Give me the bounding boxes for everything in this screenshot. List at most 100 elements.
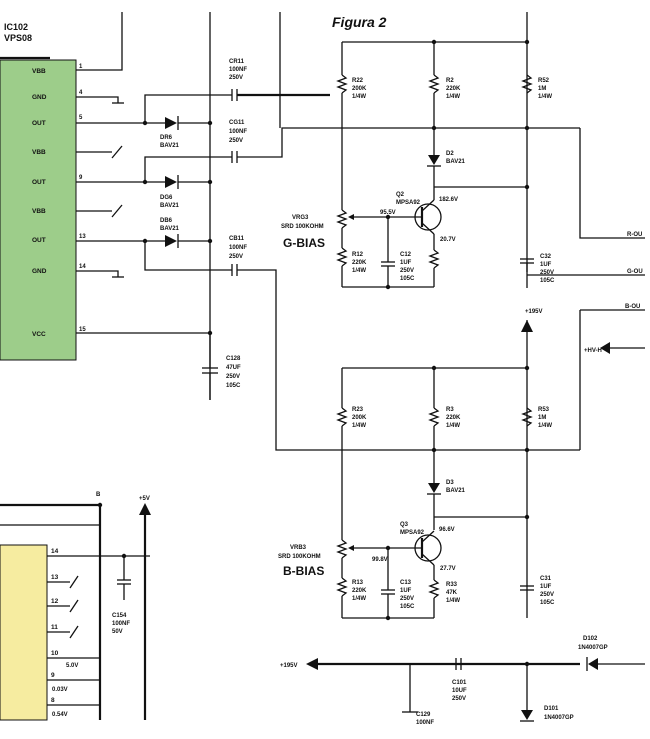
svg-text:1: 1 (79, 64, 83, 70)
cr11-voltage: 250V (229, 75, 243, 81)
junctions-b (385, 365, 530, 621)
c32-value: 1UF (540, 262, 552, 268)
cb11-voltage: 250V (229, 254, 243, 260)
capacitor-cr11 (231, 89, 330, 101)
r12-ref: R12 (352, 252, 364, 258)
ic102-pin-numbers: 1 4 5 9 13 14 15 (79, 64, 86, 333)
svg-text:12: 12 (51, 598, 59, 605)
c12-temp: 105C (400, 276, 415, 282)
figure-title: Figura 2 (332, 14, 387, 30)
capacitor-cg11 (231, 127, 580, 163)
svg-text:OUT: OUT (32, 237, 46, 244)
c101-ref: C101 (452, 680, 467, 686)
d102-ref: D102 (583, 636, 598, 642)
cb11-value: 100NF (229, 245, 247, 251)
q2-part: MPSA92 (396, 200, 421, 206)
svg-text:13: 13 (79, 234, 86, 240)
c31-temp: 105C (540, 600, 555, 606)
r22-ref: R22 (352, 78, 364, 84)
svg-text:GND: GND (32, 94, 47, 101)
r53-ref: R53 (538, 407, 550, 413)
svg-text:VBB: VBB (32, 149, 46, 156)
junctions-left (142, 120, 213, 336)
q3-emitter-voltage: 27.7V (440, 566, 456, 572)
diode-d2 (428, 155, 440, 165)
d2-ref: D2 (446, 151, 454, 157)
capacitor-c13 (381, 548, 395, 618)
hv-h-label: +HV-H (584, 348, 602, 354)
r33-ref: R33 (446, 582, 458, 588)
lower-ic-voltage-1: 5.0V (66, 663, 78, 669)
capacitor-c128 (202, 333, 218, 400)
svg-text:VBB: VBB (32, 68, 46, 75)
svg-text:VCC: VCC (32, 331, 46, 338)
c13-ref: C13 (400, 580, 412, 586)
c154-voltage: 50V (112, 629, 123, 635)
q3-collector-voltage: 96.6V (439, 527, 455, 533)
junctions-g (385, 39, 530, 290)
svg-text:GND: GND (32, 268, 47, 275)
b-out-label: B-OU (625, 304, 640, 310)
ic102-body (0, 59, 77, 361)
svg-text:VBB: VBB (32, 208, 46, 215)
d3-value: BAV21 (446, 488, 466, 494)
vrb3-ref: VRB3 (290, 545, 307, 551)
q3-part: MPSA92 (400, 530, 425, 536)
r3-power: 1/4W (446, 423, 460, 429)
svg-text:OUT: OUT (32, 120, 46, 127)
c154-ref: C154 (112, 613, 127, 619)
diode-db6 (165, 234, 210, 248)
ic102-pin-wires (76, 12, 210, 334)
svg-text:10: 10 (51, 650, 59, 657)
svg-text:4: 4 (79, 90, 83, 96)
transistor-q3 (350, 530, 442, 566)
r-out-label: R-OU (627, 232, 642, 238)
r52-ref: R52 (538, 78, 550, 84)
d101-ref: D101 (544, 706, 559, 712)
cg11-voltage: 250V (229, 138, 243, 144)
r53-power: 1/4W (538, 423, 552, 429)
r52-power: 1/4W (538, 94, 552, 100)
cr11-ref: CR11 (229, 59, 245, 65)
r12-value: 220K (352, 260, 367, 266)
svg-text:9: 9 (79, 175, 83, 181)
ic102-ref: IC102 (4, 22, 28, 32)
svg-text:OUT: OUT (32, 179, 46, 186)
svg-text:15: 15 (79, 327, 86, 333)
db6-value: BAV21 (160, 226, 180, 232)
svg-text:5: 5 (79, 115, 83, 121)
vrg3-value: SRD 100KOHM (281, 224, 324, 230)
svg-text:14: 14 (79, 264, 86, 270)
node-b-label: B (96, 492, 101, 498)
r23-value: 200K (352, 415, 367, 421)
c31-voltage: 250V (540, 592, 554, 598)
cg11-value: 100NF (229, 129, 247, 135)
svg-text:13: 13 (51, 574, 59, 581)
diode-d3 (428, 483, 440, 493)
dg6-value: BAV21 (160, 203, 180, 209)
potentiometer-vrb3 (336, 539, 354, 559)
q3-ref: Q3 (400, 522, 409, 528)
plus195-bottom-label: +195V (280, 663, 298, 669)
hv-h-arrow (600, 342, 610, 354)
c101-voltage: 250V (452, 696, 466, 702)
lower-ic-voltage-2: 0.03V (52, 687, 68, 693)
svg-text:8: 8 (51, 697, 55, 704)
c12-value: 1UF (400, 260, 412, 266)
c32-temp: 105C (540, 278, 555, 284)
ic102-part: VPS08 (4, 33, 32, 43)
ic102-pin-labels: VBB GND OUT VBB OUT VBB OUT GND VCC (32, 68, 47, 338)
d2-value: BAV21 (446, 159, 466, 165)
plus5-label: +5V (139, 496, 150, 502)
c32-voltage: 250V (540, 270, 554, 276)
r13-value: 220K (352, 588, 367, 594)
c13-voltage: 250V (400, 596, 414, 602)
transistor-q2 (350, 199, 442, 235)
g-bias-label: G-BIAS (283, 236, 325, 250)
lower-ic-body (0, 544, 48, 721)
cr11-value: 100NF (229, 67, 247, 73)
capacitor-c32 (520, 258, 534, 288)
d102-value: 1N4007GP (578, 645, 608, 651)
c31-ref: C31 (540, 576, 552, 582)
c129-value: 100NF (416, 720, 434, 726)
